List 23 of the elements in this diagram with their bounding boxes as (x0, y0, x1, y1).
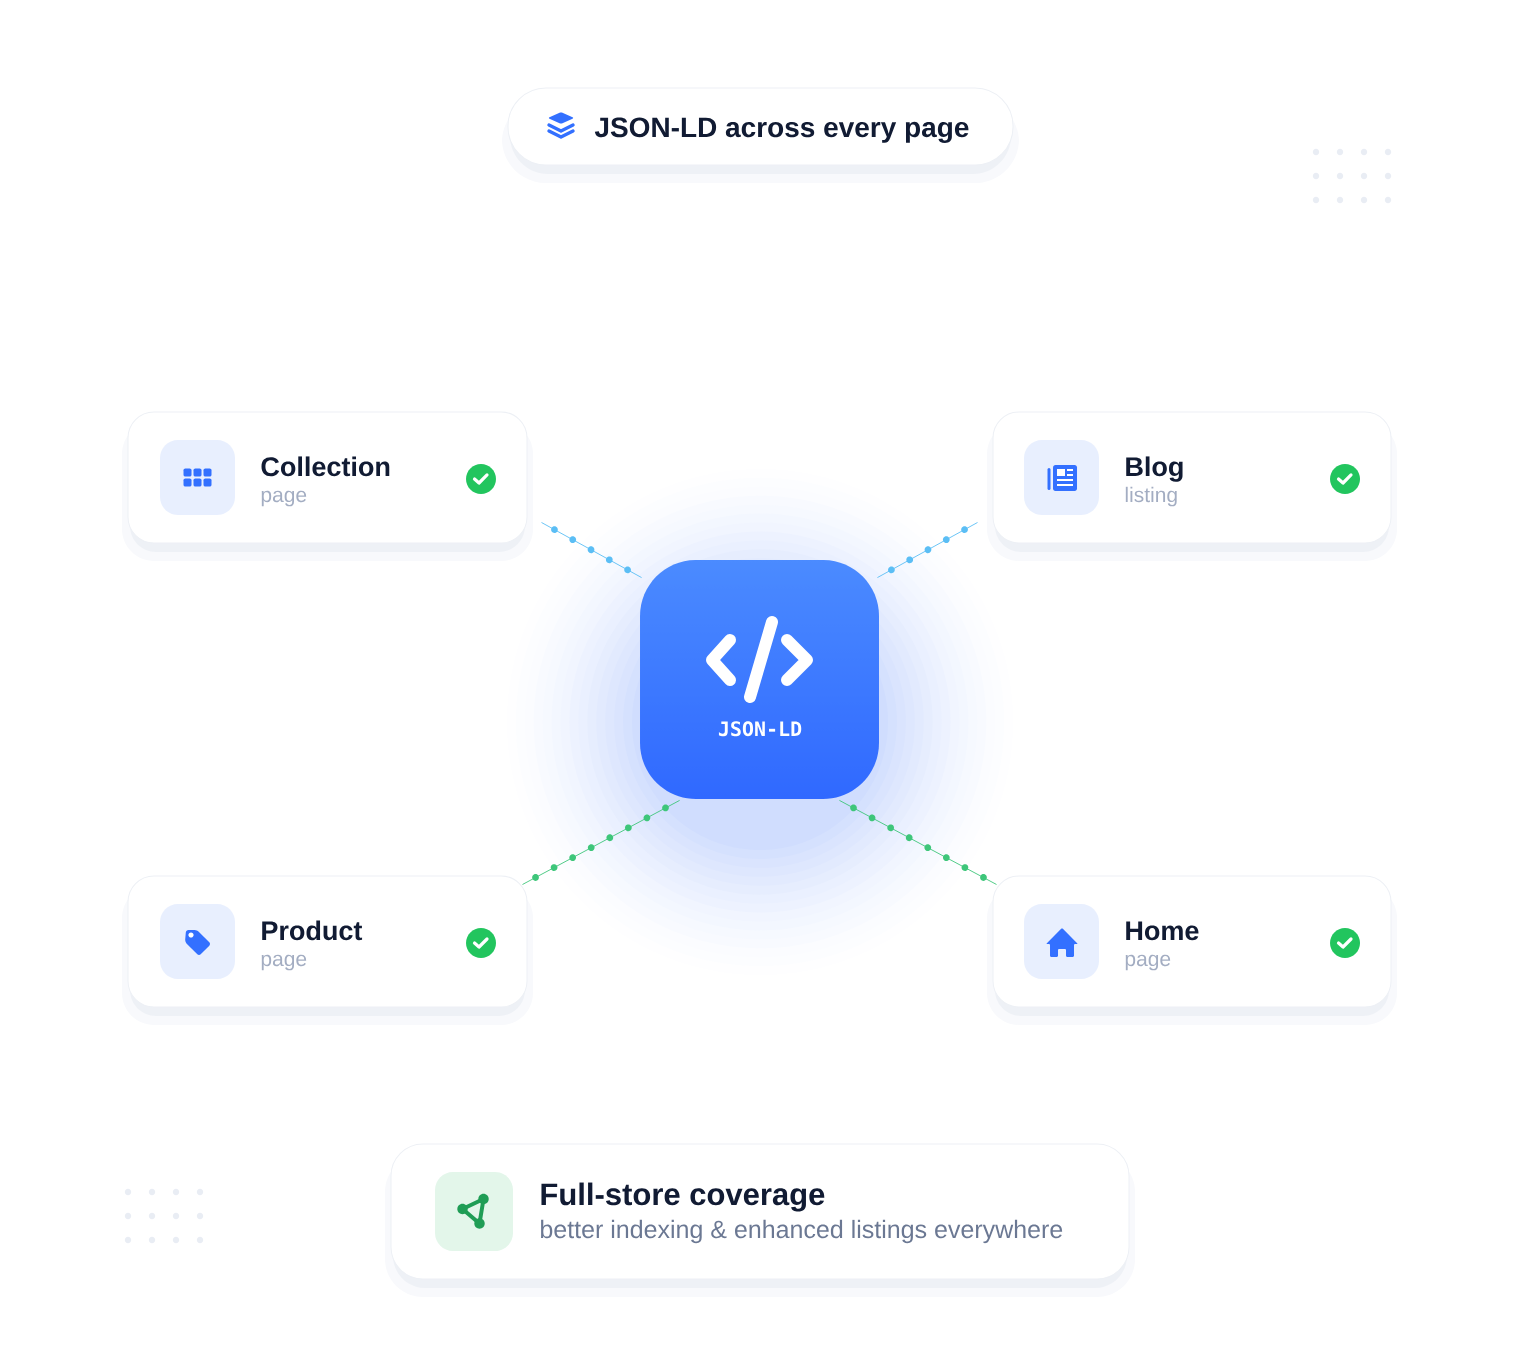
card-subtitle: page (1125, 954, 1171, 971)
card-title: Collection (261, 456, 390, 477)
heading-pill (502, 87, 1019, 183)
page-card (122, 411, 533, 561)
card-title: Product (262, 920, 363, 941)
heading-text: JSON-LD across every page (594, 117, 969, 143)
hub-label: JSON-LD (718, 721, 802, 737)
summary-card (385, 1143, 1135, 1297)
card-subtitle: listing (1125, 486, 1177, 507)
page-card (987, 411, 1397, 561)
dotted-connector (522, 799, 681, 885)
dotted-connector (876, 522, 978, 579)
dotted-connector (541, 522, 643, 579)
card-subtitle: page (261, 954, 307, 971)
page-card (122, 875, 533, 1025)
card-subtitle: page (261, 490, 307, 507)
card-title: Blog (1126, 456, 1183, 482)
card-title: Full-store coverage (541, 1182, 825, 1212)
page-card (987, 875, 1397, 1025)
card-title: Home (1126, 921, 1199, 941)
dotted-connector (838, 799, 997, 885)
code-tile (706, 616, 813, 737)
card-subtitle: better indexing & enhanced listings everywhere (541, 1219, 1063, 1244)
